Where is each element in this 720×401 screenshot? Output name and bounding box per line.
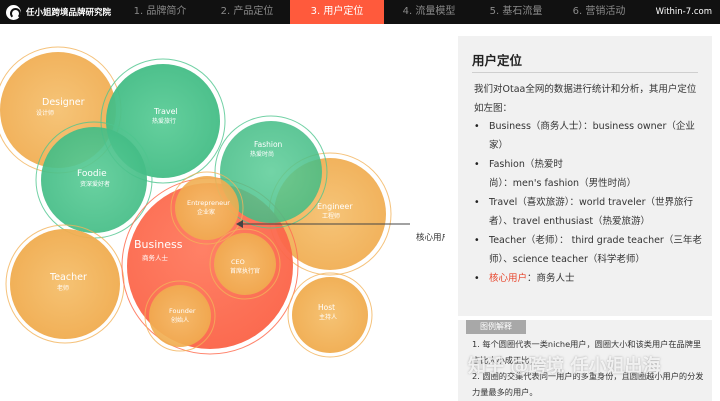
bubble-fashion-name: Fashion [254,140,283,149]
list-item: Travel（喜欢旅游）：world traveler（世界旅行者）、trave… [474,193,708,231]
watermark: 知乎 @跨境 任小姐出海 [468,356,661,377]
bubble-ceo: CEO 首席执行官 [209,228,281,300]
bubble-host-ring [287,272,373,358]
list-item-key: Business（商务人士） [489,121,584,132]
panel-intro: 我们对Otaa全网的数据进行统计和分析，其用户定位如左图： [474,84,697,114]
bubble-engineer-name: Engineer [317,202,353,211]
list-item: Teacher（老师）： third grade teacher（三年老师）、s… [474,231,708,269]
bubble-ceo-name: CEO [231,258,245,266]
arrow-head-icon [236,220,243,228]
user-positioning-panel: 用户定位 我们对Otaa全网的数据进行统计和分析，其用户定位如左图： Busin… [458,36,712,316]
list-item: Fashion（热爱时尚）：men's fashion（男性时尚） [474,155,708,193]
bubble-host-name: Host [318,303,335,312]
bubble-host-sub: 主持人 [319,313,337,321]
legend-body: 1. 每个圆圈代表一类niche用户，圆圈大小和该类用户在品牌里占比大小成正比；… [472,336,708,400]
bubble-founder-sub: 创始人 [171,316,189,324]
list-item-text: ：business owner（企业家） [489,121,695,151]
list-item-key: 核心用户 [489,273,528,284]
legend-line-2: 2. 圆圈的交集代表同一用户的多重身份，且圆圈越小用户的分发力量最多的用户。 [472,371,704,397]
list-item-key: Teacher（老师） [489,235,560,246]
bubble-travel-sub: 热爱旅行 [152,117,176,125]
core-user-label: 核心用户 [416,232,445,243]
panel-title: 用户定位 [472,53,523,68]
brand[interactable]: 任小姐跨境品牌研究院 [0,0,116,24]
bubble-founder: Founder 创始人 [144,280,216,352]
top-navigation-bar: 任小姐跨境品牌研究院 1. 品牌简介 2. 产品定位 3. 用户定位 4. 流量… [0,0,720,24]
site-url[interactable]: Within-7.com [655,7,712,17]
bubble-ceo-sub: 首席执行官 [230,267,260,275]
list-item-key: Fashion（热爱时尚） [489,159,563,189]
legend-explanation: 图例解释 1. 每个圆圈代表一类niche用户，圆圈大小和该类用户在品牌里占比大… [458,320,712,401]
bubble-designer-name: Designer [42,97,85,108]
bubble-foodie-name: Foodie [77,169,107,179]
list-item: Business（商务人士）：business owner（企业家） [474,117,708,155]
tab-user-positioning[interactable]: 3. 用户定位 [290,0,384,24]
tab-base-traffic[interactable]: 5. 基石流量 [489,6,543,17]
user-bubble-chart: Designer 设计师 Travel 热爱旅行 Foodie 资深爱好者 Te… [0,24,445,401]
positioning-list: Business（商务人士）：business owner（企业家） Fashi… [474,117,708,288]
bubble-chart-svg: Designer 设计师 Travel 热爱旅行 Foodie 资深爱好者 Te… [0,46,445,358]
bubble-entrepreneur-ring [170,171,244,245]
bubble-business-name: Business [134,238,183,251]
tab-product-positioning[interactable]: 2. 产品定位 [220,6,274,17]
bubble-founder-name: Founder [169,307,196,315]
bubble-fashion-circle [220,121,322,223]
list-item-text: ：world traveler（世界旅行者）、travel enthusiast… [489,197,693,227]
brand-name: 任小姐跨境品牌研究院 [26,8,112,18]
legend-title: 图例解释 [466,320,526,334]
bubble-teacher-circle [10,229,120,339]
bubble-entrepreneur: Entrepreneur 企业家 [170,171,244,245]
bubble-designer-sub: 设计师 [36,109,54,117]
bubble-fashion-sub: 热爱时尚 [250,150,274,158]
bubble-ceo-ring [209,228,281,300]
brand-logo-icon [6,4,21,20]
section-tabs: 1. 品牌简介 2. 产品定位 3. 用户定位 4. 流量模型 5. 基石流量 … [116,0,640,24]
bubble-host-circle [292,277,368,353]
bubble-foodie-sub: 资深爱好者 [80,180,110,188]
bubble-engineer-sub: 工程师 [322,212,340,220]
panel-divider [472,72,698,73]
bubble-fashion: Fashion 热爱时尚 [214,115,328,229]
bubble-travel-name: Travel [153,107,178,116]
bubble-host: Host 主持人 [287,272,373,358]
bubble-fashion-ring [214,115,328,229]
bubble-travel-ring [100,58,226,184]
legend-line-1: 1. 每个圆圈代表一类niche用户，圆圈大小和该类用户在品牌里占比大小成正比； [472,339,702,365]
bubble-ceo-circle [214,233,276,295]
bubble-teacher-name: Teacher [49,272,87,283]
bubble-business-sub: 商务人士 [142,253,169,262]
bubble-founder-circle [149,285,211,347]
bubble-teacher: Teacher 老师 [5,224,125,344]
list-item-text: ：商务人士 [527,273,575,284]
tab-marketing-activities[interactable]: 6. 营销活动 [572,6,626,17]
list-item-key: Travel（喜欢旅游） [489,197,570,208]
bubble-entrepreneur-name: Entrepreneur [187,199,230,207]
tab-brand-intro[interactable]: 1. 品牌简介 [133,6,187,17]
core-user-pointer: 核心用户 [236,220,445,243]
list-item-core-user: 核心用户：商务人士 [474,269,708,288]
bubble-entrepreneur-circle [175,176,239,240]
bubble-teacher-sub: 老师 [57,284,69,292]
bubble-foodie-circle [41,127,147,233]
bubble-founder-ring [144,280,216,352]
list-item-text: ：men's fashion（男性时尚） [503,178,637,189]
bubble-entrepreneur-sub: 企业家 [197,208,215,216]
list-item-text: ： third grade teacher（三年老师）、science teac… [489,235,702,265]
tab-traffic-model[interactable]: 4. 流量模型 [402,6,456,17]
